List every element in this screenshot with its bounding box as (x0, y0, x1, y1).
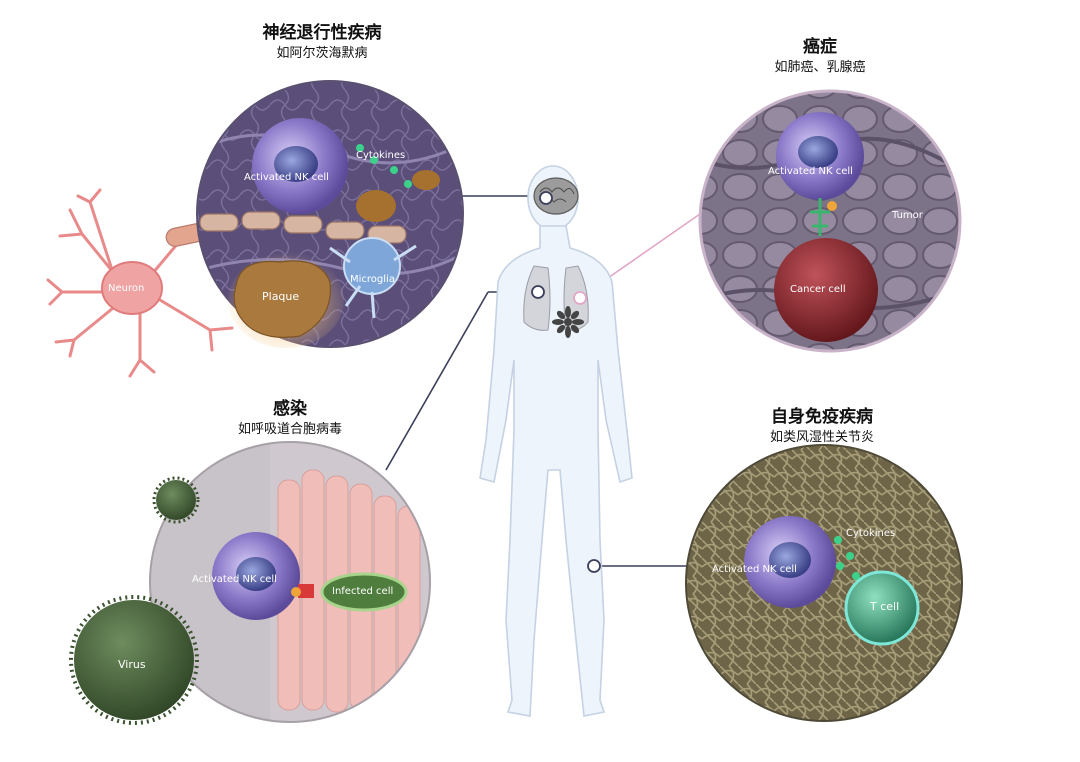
panel-autoimmune: Activated NK cell Cytokines T cell (685, 444, 963, 722)
subtitle-cancer: 如肺癌、乳腺癌 (774, 60, 866, 75)
label-microglia: Microglia (350, 274, 395, 285)
microglia-cell (343, 237, 401, 295)
heading-autoimmune: 自身免疫疾病 如类风湿性关节炎 (722, 406, 922, 448)
label-plaque: Plaque (262, 290, 299, 303)
virus-small (152, 476, 200, 524)
neuron-body (101, 261, 163, 315)
title-infection: 感染 (273, 399, 307, 419)
infected-cell (320, 572, 408, 612)
label-nk-infection: Activated NK cell (192, 574, 277, 585)
title-autoimmune: 自身免疫疾病 (771, 407, 873, 427)
cancer-cell (774, 238, 878, 342)
subtitle-infection: 如呼吸道合胞病毒 (237, 422, 342, 437)
plaque-small (356, 190, 396, 222)
title-cancer: 癌症 (803, 37, 837, 57)
label-nk-neuro: Activated NK cell (244, 172, 329, 183)
label-cytokines-autoimmune: Cytokines (846, 528, 895, 539)
label-cancer-cell: Cancer cell (790, 284, 846, 295)
virus-large (69, 595, 199, 725)
marker-knee[interactable] (587, 559, 601, 573)
marker-brain[interactable] (539, 191, 553, 205)
label-neuron: Neuron (108, 283, 144, 294)
subtitle-neurodegenerative: 如阿尔茨海默病 (276, 46, 368, 61)
human-body (479, 165, 633, 717)
marker-breast[interactable] (573, 291, 587, 305)
heading-neurodegenerative: 神经退行性疾病 如阿尔茨海默病 (222, 22, 422, 64)
axon-segments (199, 211, 407, 244)
panel-cancer: Activated NK cell Tumor Cancer cell (698, 89, 962, 353)
label-nk-cancer: Activated NK cell (768, 166, 853, 177)
marker-lung[interactable] (531, 285, 545, 299)
t-cell (844, 570, 920, 646)
plaque (233, 260, 332, 338)
title-neurodegenerative: 神经退行性疾病 (262, 23, 382, 43)
label-nk-autoimmune: Activated NK cell (712, 564, 797, 575)
heading-cancer: 癌症 如肺癌、乳腺癌 (720, 36, 920, 78)
connector-lung (385, 291, 489, 471)
heading-infection: 感染 如呼吸道合胞病毒 (190, 398, 390, 440)
label-t-cell: T cell (869, 600, 899, 613)
label-cytokines-neuro: Cytokines (356, 150, 405, 161)
label-infected-cell: Infected cell (332, 586, 393, 597)
panel-neurodegenerative: Activated NK cell Cytokines Neuron Plaqu… (46, 80, 464, 378)
label-virus: Virus (118, 658, 146, 671)
tumor-flower-icon (552, 306, 584, 338)
label-tumor: Tumor (891, 210, 924, 221)
subtitle-autoimmune: 如类风湿性关节炎 (769, 430, 874, 445)
panel-infection: Activated NK cell Infected cell Virus (69, 441, 431, 725)
